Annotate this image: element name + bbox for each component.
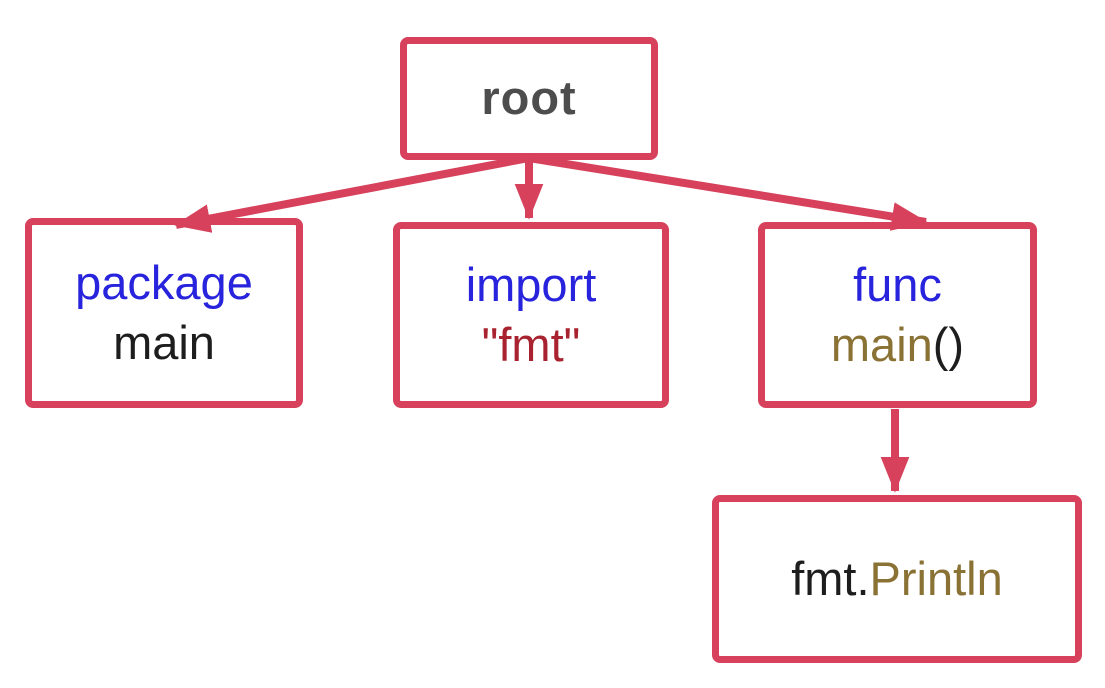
package-name: main <box>113 316 215 369</box>
func-name: main <box>830 318 933 371</box>
node-import-fmt: import "fmt" <box>393 222 669 408</box>
node-root: root <box>400 37 658 160</box>
package-keyword: package <box>75 255 253 309</box>
node-package-main: package main <box>25 218 303 408</box>
root-label: root <box>481 71 577 125</box>
println-receiver: fmt. <box>791 551 870 605</box>
import-keyword: import <box>465 257 597 311</box>
import-path-literal: "fmt" <box>481 318 581 371</box>
func-parens: () <box>932 318 965 371</box>
println-method: Println <box>869 551 1003 605</box>
node-fmt-println: fmt.Println <box>712 495 1082 663</box>
edge-root-to-func-main <box>528 154 928 231</box>
node-func-main: func main() <box>758 222 1037 408</box>
func-keyword: func <box>853 257 942 311</box>
edge-root-to-package-main <box>174 154 530 233</box>
